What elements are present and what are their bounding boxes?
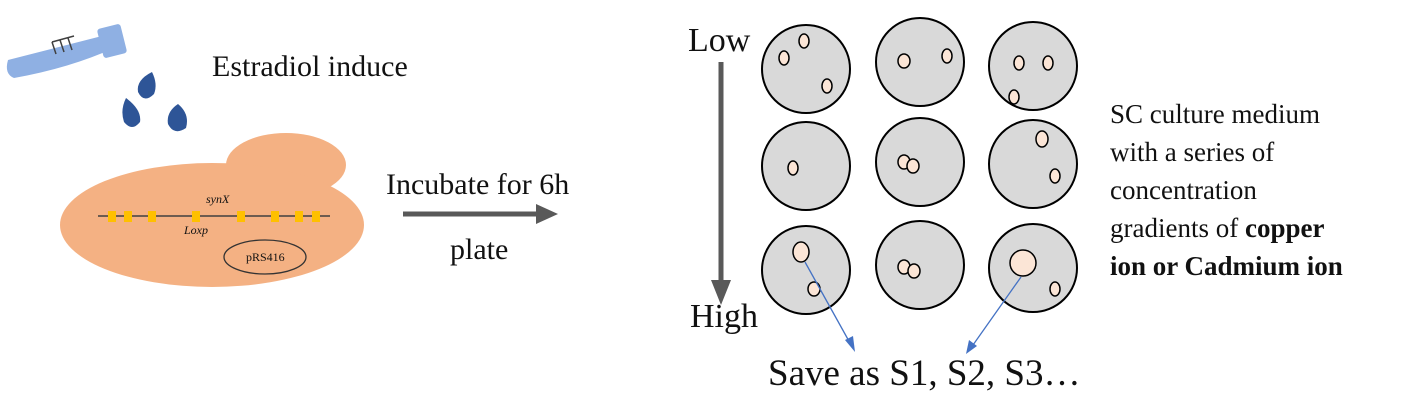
- drop-icon: [137, 72, 156, 99]
- drop-icon: [167, 104, 187, 132]
- medium-line: with a series of: [1110, 137, 1275, 167]
- colony: [906, 158, 920, 174]
- save-label: Save as S1, S2, S3…: [768, 353, 1081, 394]
- colony: [1008, 89, 1020, 105]
- plasmid-ring: [223, 239, 307, 275]
- colony: [1049, 281, 1061, 297]
- colony: [792, 241, 810, 263]
- medium-line: gradients of copper: [1110, 209, 1343, 247]
- colony: [1049, 168, 1061, 184]
- medium-line-bold: copper: [1244, 213, 1325, 243]
- colony: [1013, 55, 1025, 71]
- loxp-label: Loxp: [183, 223, 208, 237]
- medium-line: concentration: [1110, 175, 1257, 205]
- colony: [941, 48, 953, 64]
- pointer-arrow: [804, 261, 855, 352]
- medium-line: SC culture medium: [1110, 99, 1320, 129]
- low-label: Low: [688, 22, 751, 59]
- colony: [1009, 249, 1037, 277]
- plate: [875, 220, 965, 310]
- plate-grid: [761, 17, 1078, 315]
- colony: [907, 263, 921, 279]
- medium-line-plain: gradients of: [1110, 213, 1245, 243]
- colony: [798, 33, 810, 49]
- estradiol-label: Estradiol induce: [212, 50, 408, 83]
- plate-label: plate: [450, 233, 509, 266]
- gradient-arrow: [711, 62, 731, 305]
- plate: [875, 17, 965, 107]
- plate: [875, 117, 965, 207]
- medium-description: SC culture medium with a series of conce…: [1110, 95, 1343, 285]
- yeast-cell: [60, 133, 364, 287]
- tube-icon: [6, 24, 127, 78]
- pointer-arrow: [966, 276, 1022, 354]
- plate: [988, 119, 1078, 209]
- colony: [1042, 55, 1054, 71]
- medium-line: ion or Cadmium ion: [1110, 247, 1343, 285]
- colony: [897, 53, 911, 69]
- synx-label: synX: [206, 192, 230, 206]
- drop-icon: [122, 98, 141, 127]
- high-label: High: [690, 298, 758, 335]
- colony: [778, 50, 790, 66]
- medium-line-bold: ion or Cadmium ion: [1110, 251, 1343, 281]
- colony: [1035, 130, 1049, 148]
- colony: [821, 78, 833, 94]
- colony: [787, 160, 799, 176]
- plate: [761, 121, 851, 211]
- plate: [988, 223, 1078, 313]
- incubate-label: Incubate for 6h: [386, 168, 570, 201]
- plate: [988, 21, 1078, 111]
- plate: [761, 24, 851, 114]
- plasmid-label: pRS416: [246, 250, 285, 264]
- incubate-arrow: [403, 204, 558, 224]
- plate: [761, 225, 851, 315]
- loxp-sites: [108, 211, 320, 222]
- colony: [807, 281, 821, 297]
